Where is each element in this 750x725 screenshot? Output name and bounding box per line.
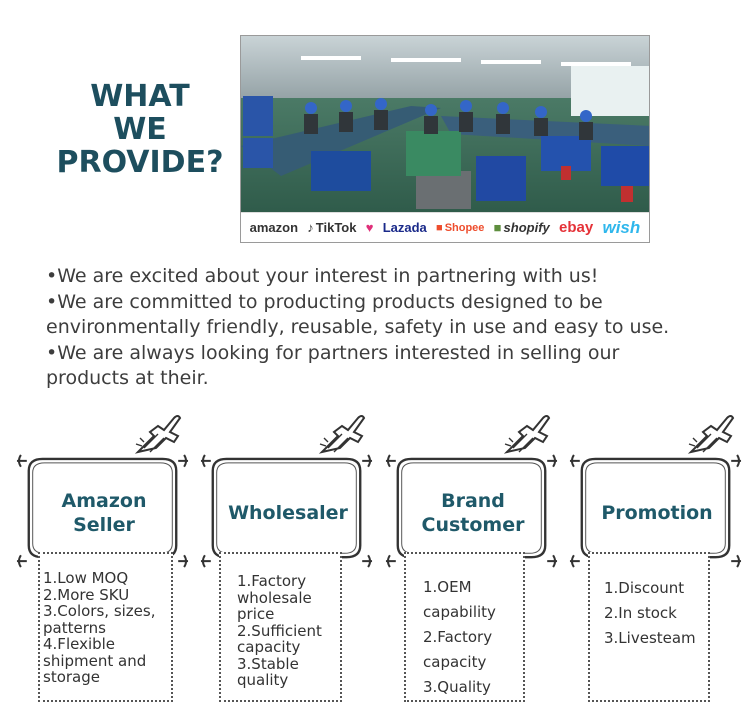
list-item: quality	[237, 671, 289, 689]
ebay-logo: ebay	[559, 219, 594, 236]
list-item: 3.Quality	[423, 678, 491, 696]
intro-line: •We are excited about your interest in p…	[46, 265, 599, 287]
amazon-logo: amazon	[249, 220, 299, 235]
list-item: 2.Sufficient	[237, 621, 322, 640]
card-title-line: Promotion	[601, 502, 713, 524]
card-title-line: Wholesaler	[228, 502, 348, 524]
factory-floor-illustration	[241, 36, 649, 214]
list-item: price	[237, 605, 275, 623]
heart-icon: ♥	[365, 220, 374, 235]
card-title-line: Customer	[421, 514, 525, 536]
list-item: patterns	[43, 618, 106, 637]
list-item: 1.OEM	[423, 578, 472, 596]
card-title: Amazon Seller	[29, 468, 179, 558]
intro-text: •We are excited about your interest in p…	[46, 264, 726, 392]
intro-line: environmentally friendly, reusable, safe…	[46, 316, 670, 338]
hero-title-line: WE	[113, 112, 167, 147]
tiktok-note-icon: ♪	[307, 220, 314, 235]
card-brand-customer: Brand Customer 1.OEM capability 2.Factor…	[384, 408, 559, 708]
card-title: Brand Customer	[398, 468, 548, 558]
wish-logo: wish	[602, 217, 641, 237]
card-feature-list: 1.Low MOQ 2.More SKU 3.Colors, sizes, pa…	[38, 552, 173, 702]
card-wholesaler: Wholesaler 1.Factory wholesale price 2.S…	[199, 408, 374, 708]
list-item: capacity	[423, 653, 487, 671]
card-feature-list: 1.Discount 2.In stock 3.Livesteam	[588, 552, 710, 702]
list-item: shipment and	[43, 651, 147, 670]
list-item: 2.More SKU	[43, 585, 130, 604]
list-item: storage	[43, 668, 100, 686]
list-item: 2.Factory	[423, 628, 493, 646]
card-feature-list: 1.Factory wholesale price 2.Sufficient c…	[219, 552, 342, 702]
list-item: 1.Low MOQ	[43, 569, 129, 587]
list-item: 3.Colors, sizes,	[43, 602, 156, 620]
hero-title-line: WHAT	[90, 79, 190, 114]
list-item: 1.Discount	[604, 579, 685, 597]
card-feature-list: 1.OEM capability 2.Factory capacity 3.Qu…	[404, 552, 525, 702]
intro-line: •We are always looking for partners inte…	[46, 341, 620, 364]
hero-title: WHAT WE PROVIDE?	[40, 80, 240, 179]
list-item: 2.In stock	[604, 604, 677, 622]
lazada-logo: Lazada	[382, 220, 427, 235]
card-title-line: Brand	[441, 490, 505, 512]
card-amazon-seller: Amazon Seller 1.Low MOQ 2.More SKU 3.Col…	[15, 408, 190, 708]
list-item: 3.Stable	[237, 654, 299, 673]
intro-line: products at their.	[46, 367, 209, 389]
marketplace-logos: amazon ♪TikTok ♥ Lazada ■Shopee ■shopify…	[241, 212, 649, 242]
tiktok-logo: ♪TikTok	[307, 220, 357, 235]
list-item: capacity	[237, 638, 301, 656]
shopify-logo: ■shopify	[493, 220, 550, 235]
shopee-logo: ■Shopee	[436, 221, 485, 234]
factory-photo: amazon ♪TikTok ♥ Lazada ■Shopee ■shopify…	[240, 35, 650, 243]
card-title-line: Seller	[73, 514, 135, 536]
card-title-line: Amazon	[61, 490, 147, 512]
card-promotion: Promotion 1.Discount 2.In stock 3.Livest…	[568, 408, 743, 708]
shopee-bag-icon: ■	[436, 221, 443, 234]
hero-title-line: PROVIDE?	[56, 145, 224, 180]
intro-line: •We are committed to producting products…	[46, 290, 603, 313]
card-title: Wholesaler	[213, 468, 363, 558]
list-item: wholesale	[237, 588, 312, 607]
shopify-bag-icon: ■	[493, 220, 502, 235]
list-item: 4.Flexible	[43, 635, 116, 653]
list-item: 1.Factory	[237, 572, 307, 590]
list-item: 3.Livesteam	[604, 629, 696, 647]
card-title: Promotion	[582, 468, 732, 558]
list-item: capability	[423, 603, 496, 621]
